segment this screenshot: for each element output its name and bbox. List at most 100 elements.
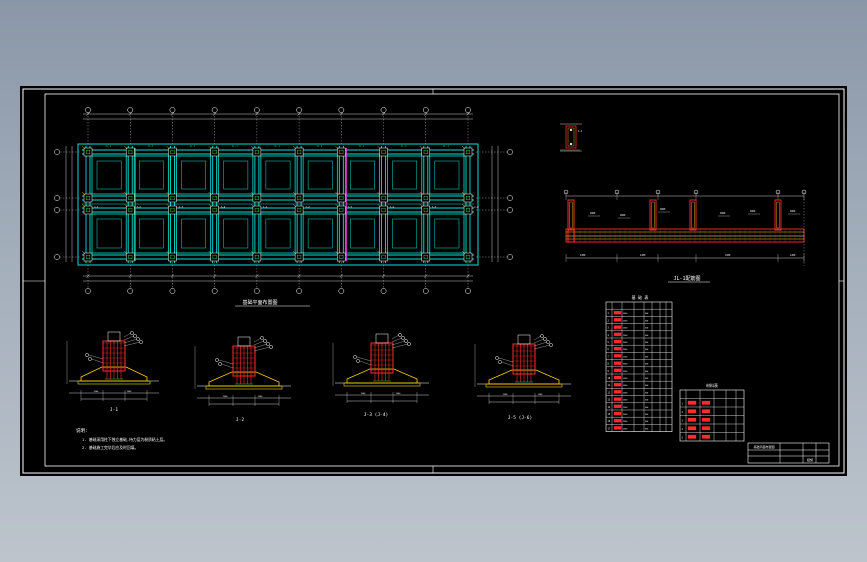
detail-title-1: J-1 (110, 407, 118, 413)
svg-text:JL-1: JL-1 (443, 144, 450, 148)
notes: 说明: 1. 基础采用柱下独立基础,持力层为粉质粘土层。 2. 基础施工完毕后应… (76, 427, 167, 450)
svg-text:1200: 1200 (790, 254, 796, 257)
title-block-number: 结施 (807, 457, 813, 462)
svg-text:1500: 1500 (258, 396, 264, 398)
svg-text:6: 6 (608, 348, 610, 351)
section-detail: 1-1 (560, 123, 583, 152)
svg-text:1500: 1500 (396, 393, 402, 395)
svg-text:1500: 1500 (94, 391, 100, 393)
svg-text:2500: 2500 (623, 371, 627, 373)
svg-text:JL-1: JL-1 (147, 144, 154, 148)
svg-text:2500: 2500 (623, 364, 627, 366)
svg-text:1: 1 (682, 403, 684, 406)
svg-text:2500: 2500 (623, 320, 627, 322)
beam-title: JL-1配筋图 (673, 275, 700, 282)
svg-text:2Φ20: 2Φ20 (660, 208, 666, 211)
svg-text:500: 500 (645, 428, 648, 430)
svg-text:JL-1: JL-1 (401, 144, 408, 148)
svg-text:2: 2 (608, 319, 610, 322)
svg-text:15: 15 (608, 413, 611, 416)
svg-text:2500: 2500 (623, 349, 627, 351)
footing-details: 1500 1500 1500 1500 1500 1500 1500 1500 (66, 331, 571, 406)
svg-text:2500: 2500 (623, 385, 627, 387)
svg-text:500: 500 (645, 414, 648, 416)
svg-text:1500: 1500 (223, 396, 229, 398)
svg-text:1500: 1500 (503, 394, 509, 396)
svg-text:17: 17 (608, 427, 611, 430)
svg-text:9: 9 (608, 370, 610, 373)
svg-text:11: 11 (608, 384, 611, 387)
svg-text:J-2: J-2 (474, 205, 479, 209)
svg-text:J-3: J-3 (347, 205, 352, 209)
notes-heading: 说明: (76, 427, 88, 434)
svg-text:2500: 2500 (623, 414, 627, 416)
svg-text:4: 4 (608, 334, 610, 337)
svg-text:2500: 2500 (623, 335, 627, 337)
svg-text:500: 500 (645, 385, 648, 387)
svg-text:2500: 2500 (623, 378, 627, 380)
svg-text:2500: 2500 (623, 313, 627, 315)
svg-text:1-1: 1-1 (578, 130, 583, 133)
svg-text:500: 500 (645, 328, 648, 330)
svg-text:13: 13 (608, 399, 611, 402)
svg-text:7: 7 (608, 355, 610, 358)
detail-title-3: J-3 (J-4) (364, 412, 388, 418)
notes-line-2: 2. 基础施工完毕后应及时回填。 (82, 445, 138, 450)
svg-text:10: 10 (608, 377, 611, 380)
svg-text:8: 8 (608, 363, 610, 366)
svg-text:500: 500 (645, 371, 648, 373)
svg-text:12: 12 (608, 391, 611, 394)
svg-text:1200: 1200 (640, 254, 646, 257)
svg-text:1500: 1500 (127, 391, 133, 393)
svg-text:J-2: J-2 (136, 205, 141, 209)
svg-text:2Φ20: 2Φ20 (750, 210, 756, 213)
foundation-plan: JL-1J-1JL-1J-2JL-1J-3JL-1J-4JL-1J-1JL-1J… (54, 107, 513, 294)
svg-text:500: 500 (645, 342, 648, 344)
svg-text:500: 500 (645, 364, 648, 366)
svg-text:J-3: J-3 (178, 205, 183, 209)
svg-text:1200: 1200 (725, 254, 731, 257)
svg-text:2500: 2500 (623, 428, 627, 430)
svg-text:J-4: J-4 (390, 205, 395, 209)
title-block: 基础平面布置图 结施 (747, 442, 830, 464)
svg-text:J-1: J-1 (263, 205, 268, 209)
svg-text:1500: 1500 (538, 394, 544, 396)
title-block-name: 基础平面布置图 (753, 444, 774, 449)
svg-text:2500: 2500 (623, 421, 627, 423)
svg-text:J-2: J-2 (305, 205, 310, 209)
notes-line-1: 1. 基础采用柱下独立基础,持力层为粉质粘土层。 (82, 437, 167, 442)
svg-text:2500: 2500 (623, 328, 627, 330)
svg-text:500: 500 (645, 349, 648, 351)
svg-text:JL-1: JL-1 (190, 144, 197, 148)
svg-text:500: 500 (645, 356, 648, 358)
svg-text:16: 16 (608, 420, 611, 423)
svg-text:1200: 1200 (580, 254, 586, 257)
svg-text:2Φ20: 2Φ20 (720, 212, 726, 215)
svg-text:500: 500 (645, 400, 648, 402)
svg-text:JL-1: JL-1 (358, 144, 365, 148)
svg-text:2Φ20: 2Φ20 (590, 212, 596, 215)
svg-text:JL-1: JL-1 (232, 144, 239, 148)
svg-text:2500: 2500 (623, 392, 627, 394)
svg-text:500: 500 (645, 320, 648, 322)
svg-text:1500: 1500 (361, 393, 367, 395)
svg-text:3: 3 (682, 420, 684, 423)
svg-text:2500: 2500 (623, 400, 627, 402)
svg-text:JL-1: JL-1 (105, 144, 112, 148)
inner-frame (44, 93, 840, 467)
svg-text:2Φ20: 2Φ20 (790, 210, 796, 213)
svg-text:500: 500 (645, 421, 648, 423)
svg-text:500: 500 (645, 335, 648, 337)
foundation-table-title: 基 础 表 (632, 294, 649, 300)
material-table-title: 材料表 (706, 382, 718, 388)
svg-text:J-4: J-4 (221, 205, 226, 209)
svg-text:2: 2 (682, 411, 684, 414)
svg-text:5: 5 (608, 341, 610, 344)
svg-text:14: 14 (608, 406, 611, 409)
svg-text:J-1: J-1 (94, 205, 99, 209)
svg-text:1: 1 (608, 312, 610, 315)
